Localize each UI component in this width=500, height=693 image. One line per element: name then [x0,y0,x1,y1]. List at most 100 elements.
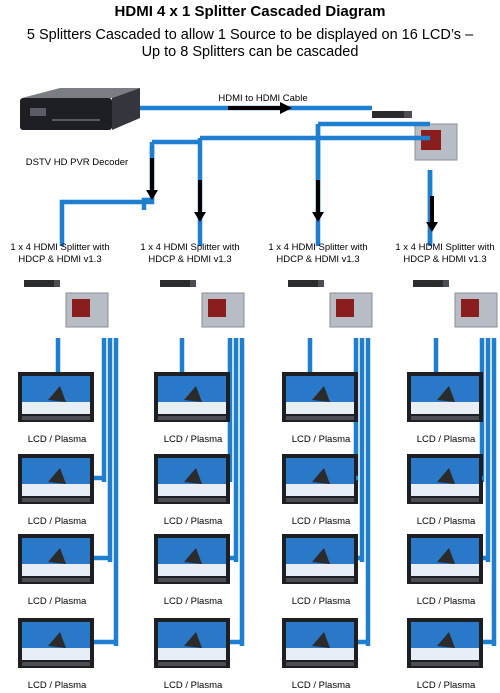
lcd-snow-c2-r2 [158,484,226,496]
decoder-top [22,88,140,98]
lcd-rider-c3-r3 [312,548,330,564]
subtitle-line-1: 5 Splitters Cascaded to allow 1 Source t… [26,27,474,43]
lcd-bezel-c4-r4 [411,662,479,666]
subtitle-line-2: Up to 8 Splitters can be cascaded [141,44,359,60]
lcd-bezel-c4-r3 [411,578,479,582]
splitter-label-line-1: 1 x 4 HDMI Splitter with [268,242,368,253]
lcd-bezel-c1-r3 [22,578,90,582]
lcd-rider-c4-r4 [437,632,455,648]
lcd-bezel-c2-r1 [158,416,226,420]
cascade-arrow-1-head [146,190,158,200]
lcd-label-c1-r1: LCD / Plasma [27,434,87,445]
lcd-label-c3-r4: LCD / Plasma [291,680,351,691]
lcd-bezel-c3-r2 [286,498,354,502]
lcd-label-c2-r1: LCD / Plasma [163,434,223,445]
lcd-bezel-c3-r3 [286,578,354,582]
lcd-bezel-c3-r4 [286,662,354,666]
lcd-snow-c3-r3 [286,564,354,576]
lcd-bezel-c1-r4 [22,662,90,666]
splitter-label-line-2: HDCP & HDMI v1.3 [403,254,487,265]
lcd-snow-c4-r2 [411,484,479,496]
lcd-snow-c1-r3 [22,564,90,576]
splitter-label-line-1: 1 x 4 HDMI Splitter with [10,242,110,253]
lcd-bezel-c4-r1 [411,416,479,420]
lcd-rider-c3-r4 [312,632,330,648]
lcd-rider-c4-r1 [437,386,455,402]
splitter-box-end-1 [54,280,60,287]
cascade-arrow-4-head [426,222,438,232]
lcd-label-c3-r2: LCD / Plasma [291,516,351,527]
lcd-rider-c2-r3 [184,548,202,564]
lcd-snow-c4-r4 [411,648,479,660]
lcd-rider-c4-r3 [437,548,455,564]
lcd-rider-c3-r1 [312,386,330,402]
lcd-label-c3-r3: LCD / Plasma [291,596,351,607]
lcd-label-c2-r3: LCD / Plasma [163,596,223,607]
lcd-label-c4-r3: LCD / Plasma [416,596,476,607]
lcd-snow-c1-r4 [22,648,90,660]
lcd-snow-c2-r4 [158,648,226,660]
splitter-label-line-1: 1 x 4 HDMI Splitter with [395,242,495,253]
splitter-box-end-2 [190,280,196,287]
decoder-side [112,88,140,130]
lcd-snow-c3-r4 [286,648,354,660]
splitter-box-3 [288,280,318,287]
top-splitter-photo-unit [421,130,441,150]
lcd-bezel-c4-r2 [411,498,479,502]
cascade-arrow-2-head [194,212,206,222]
lcd-snow-c1-r2 [22,484,90,496]
lcd-label-c4-r2: LCD / Plasma [416,516,476,527]
lcd-rider-c2-r4 [184,632,202,648]
lcd-bezel-c1-r2 [22,498,90,502]
lcd-label-c4-r1: LCD / Plasma [416,434,476,445]
splitter-label-line-2: HDCP & HDMI v1.3 [276,254,360,265]
decoder-body [20,98,112,130]
lcd-snow-c4-r1 [411,402,479,414]
splitter-box-end-4 [443,280,449,287]
lcd-label-c3-r1: LCD / Plasma [291,434,351,445]
splitter-label-line-1: 1 x 4 HDMI Splitter with [140,242,240,253]
lcd-snow-c4-r3 [411,564,479,576]
lcd-rider-c1-r3 [48,548,66,564]
splitter-label-line-2: HDCP & HDMI v1.3 [148,254,232,265]
splitter-photo-unit-4 [461,299,479,317]
diagram-subtitle: 5 Splitters Cascaded to allow 1 Source t… [0,27,500,61]
cable-label: HDMI to HDMI Cable [218,93,308,104]
lcd-snow-c2-r3 [158,564,226,576]
lcd-rider-c2-r2 [184,468,202,484]
lcd-bezel-c2-r2 [158,498,226,502]
lcd-bezel-c2-r4 [158,662,226,666]
lcd-bezel-c1-r1 [22,416,90,420]
decoder-label: DSTV HD PVR Decoder [25,157,129,168]
splitter-box-2 [160,280,190,287]
splitter-box-4 [413,280,443,287]
lcd-rider-c4-r2 [437,468,455,484]
splitter-photo-unit-2 [208,299,226,317]
top-splitter-box-end [404,111,412,118]
lcd-label-c2-r2: LCD / Plasma [163,516,223,527]
lcd-bezel-c2-r3 [158,578,226,582]
lcd-rider-c3-r2 [312,468,330,484]
lcd-bezel-c3-r1 [286,416,354,420]
lcd-rider-c2-r1 [184,386,202,402]
diagram-title: HDMI 4 x 1 Splitter Cascaded Diagram [114,3,386,20]
lcd-rider-c1-r4 [48,632,66,648]
lcd-label-c1-r2: LCD / Plasma [27,516,87,527]
lcd-label-c1-r4: LCD / Plasma [27,680,87,691]
lcd-snow-c2-r1 [158,402,226,414]
splitter-box-end-3 [318,280,324,287]
splitter-photo-unit-1 [72,299,90,317]
splitter-photo-unit-3 [336,299,354,317]
decoder-display [30,108,46,116]
lcd-label-c2-r4: LCD / Plasma [163,680,223,691]
splitter-box-1 [24,280,54,287]
cascade-arrow-3-head [312,212,324,222]
top-splitter-box [372,111,404,118]
lcd-label-c4-r4: LCD / Plasma [416,680,476,691]
lcd-label-c1-r3: LCD / Plasma [27,596,87,607]
